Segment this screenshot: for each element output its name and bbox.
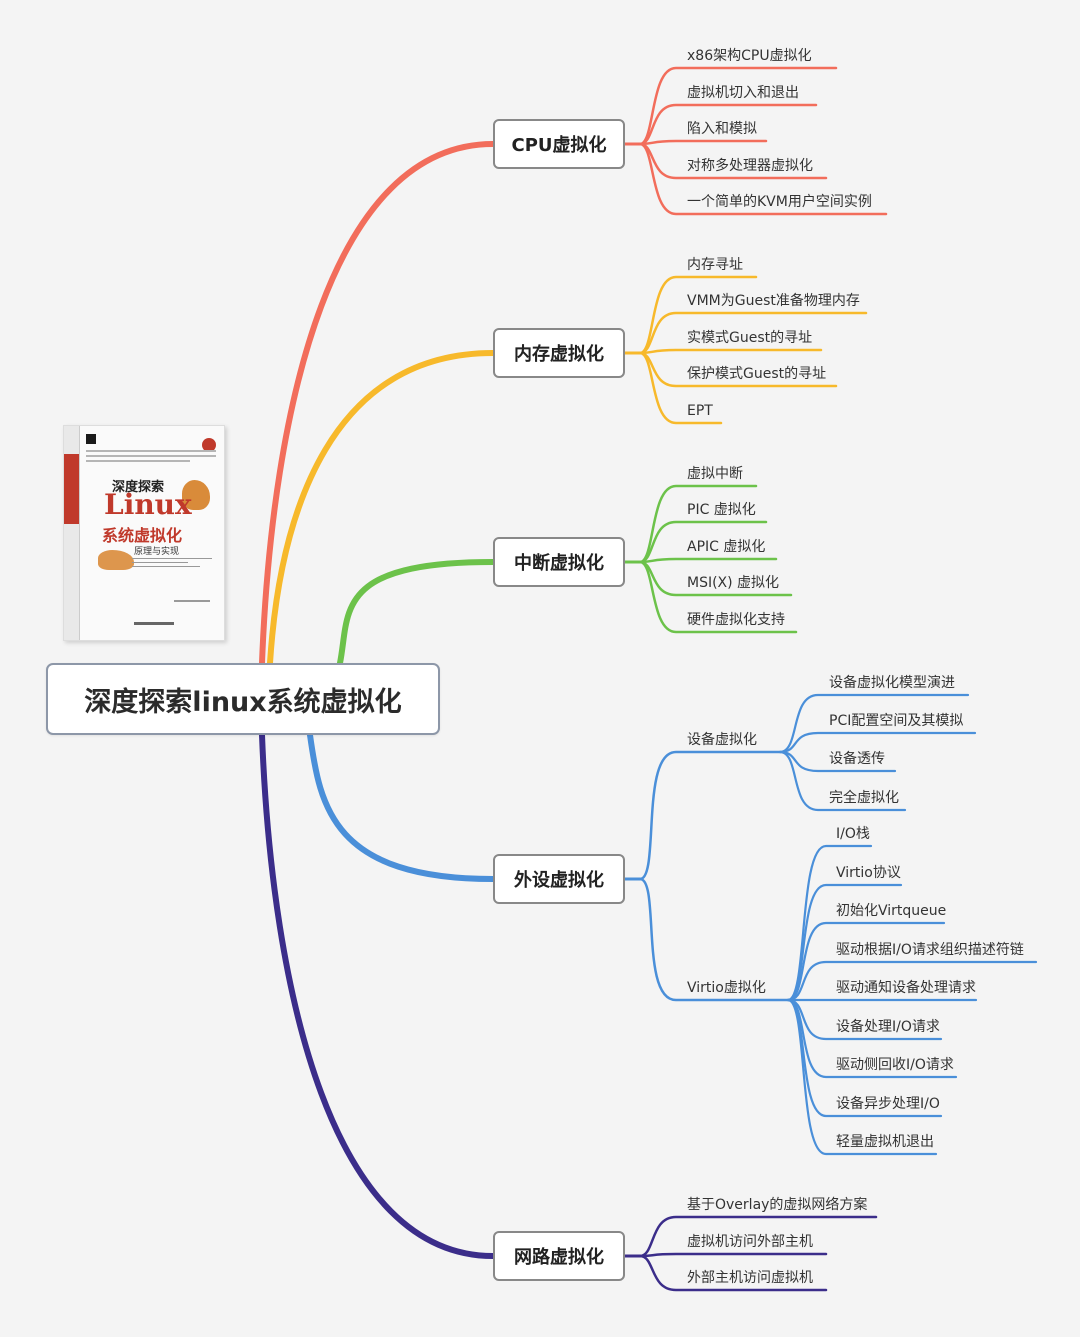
leaf-connector — [778, 750, 907, 812]
subgroup-virtio[interactable]: Virtio虚拟化 — [687, 980, 766, 996]
leaf-mem-3[interactable]: 实模式Guest的寻址 — [687, 330, 813, 346]
leaf-connector — [638, 142, 888, 216]
leaf-int-1[interactable]: 虚拟中断 — [687, 466, 743, 482]
leaf-mem-1[interactable]: 内存寻址 — [687, 257, 743, 273]
leaf-virtio-6[interactable]: 设备处理I/O请求 — [836, 1019, 940, 1035]
leaf-connector — [786, 960, 1038, 1002]
leaf-dev-4[interactable]: 完全虚拟化 — [829, 790, 899, 806]
leaf-connector — [786, 998, 938, 1156]
leaf-cpu-3[interactable]: 陷入和模拟 — [687, 121, 757, 137]
branch-label: 中断虚拟化 — [514, 553, 604, 574]
branch-node-network[interactable]: 网路虚拟化 — [493, 1231, 625, 1281]
leaf-net-2[interactable]: 虚拟机访问外部主机 — [687, 1234, 813, 1250]
trunk-connector — [259, 732, 496, 1259]
leaf-int-4[interactable]: MSI(X) 虚拟化 — [687, 575, 780, 591]
leaf-dev-2[interactable]: PCI配置空间及其模拟 — [829, 713, 964, 729]
branch-label: 内存虚拟化 — [514, 344, 604, 365]
leaf-virtio-2[interactable]: Virtio协议 — [836, 865, 901, 881]
leaf-virtio-3[interactable]: 初始化Virtqueue — [836, 903, 947, 919]
badge-icon — [202, 438, 216, 452]
leaf-mem-4[interactable]: 保护模式Guest的寻址 — [687, 366, 827, 382]
leaf-virtio-5[interactable]: 驱动通知设备处理请求 — [836, 980, 976, 996]
leaf-connector — [638, 275, 758, 355]
leaf-connector — [638, 351, 723, 425]
root-node-label: 深度探索linux系统虚拟化 — [84, 686, 402, 718]
leaf-int-3[interactable]: APIC 虚拟化 — [687, 539, 766, 555]
branch-node-cpu[interactable]: CPU虚拟化 — [493, 119, 625, 169]
leaf-net-3[interactable]: 外部主机访问虚拟机 — [687, 1270, 813, 1286]
trunk-connector — [259, 141, 496, 666]
leaf-cpu-2[interactable]: 虚拟机切入和退出 — [687, 85, 799, 101]
leaf-connector — [786, 921, 946, 1002]
leaf-connector — [638, 560, 798, 634]
leaf-cpu-5[interactable]: 一个简单的KVM用户空间实例 — [687, 194, 872, 210]
leaf-mem-5[interactable]: EPT — [687, 403, 713, 419]
leaf-connector — [638, 1254, 828, 1292]
book-title-line2: Linux — [104, 488, 192, 521]
leaf-dev-1[interactable]: 设备虚拟化模型演进 — [829, 675, 955, 691]
branch-label: 外设虚拟化 — [514, 870, 604, 891]
leaf-virtio-9[interactable]: 轻量虚拟机退出 — [836, 1134, 934, 1150]
branch-node-peripheral[interactable]: 外设虚拟化 — [493, 854, 625, 904]
branch-node-interrupt[interactable]: 中断虚拟化 — [493, 537, 625, 587]
book-title-line3: 系统虚拟化 — [102, 526, 183, 545]
leaf-int-5[interactable]: 硬件虚拟化支持 — [687, 612, 785, 628]
lion-illustration-icon — [182, 480, 210, 510]
trunk-connector — [267, 350, 496, 666]
subgroup-device-virt[interactable]: 设备虚拟化 — [687, 732, 757, 748]
leaf-connector — [778, 731, 977, 754]
root-node[interactable]: 深度探索linux系统虚拟化 — [46, 663, 440, 735]
leaf-connector — [638, 1252, 828, 1258]
leaf-connector — [786, 883, 903, 1002]
book-spine — [64, 426, 80, 640]
leaf-virtio-7[interactable]: 驱动侧回收I/O请求 — [836, 1057, 954, 1073]
leaf-mem-2[interactable]: VMM为Guest准备物理内存 — [687, 293, 860, 309]
trunk-connector — [337, 559, 496, 666]
leaf-int-2[interactable]: PIC 虚拟化 — [687, 502, 756, 518]
subgroup-connector — [638, 750, 782, 881]
publisher-logo-icon — [86, 434, 96, 444]
leaf-cpu-1[interactable]: x86架构CPU虚拟化 — [687, 48, 812, 64]
leaf-connector — [638, 311, 868, 355]
book-subtitle: 原理与实现 — [134, 547, 180, 557]
book-cover-image: 深度探索 Linux 系统虚拟化 原理与实现 — [63, 425, 225, 641]
subgroup-connector — [638, 877, 790, 1002]
book-title-line1: 深度探索 — [112, 480, 165, 495]
branch-label: 网路虚拟化 — [514, 1247, 604, 1268]
leaf-connector — [638, 139, 768, 146]
leaf-virtio-4[interactable]: 驱动根据I/O请求组织描述符链 — [836, 942, 1024, 958]
branch-label: CPU虚拟化 — [511, 135, 607, 156]
lion-body-icon — [98, 550, 134, 570]
leaf-connector — [778, 693, 970, 754]
leaf-virtio-8[interactable]: 设备异步处理I/O — [836, 1096, 940, 1112]
leaf-connector — [638, 557, 778, 564]
leaf-cpu-4[interactable]: 对称多处理器虚拟化 — [687, 158, 813, 174]
leaf-connector — [638, 484, 758, 564]
leaf-net-1[interactable]: 基于Overlay的虚拟网络方案 — [687, 1197, 868, 1213]
branch-node-memory[interactable]: 内存虚拟化 — [493, 328, 625, 378]
leaf-connector — [638, 66, 838, 146]
trunk-connector — [307, 732, 496, 882]
leaf-connector — [638, 348, 823, 355]
leaf-connector — [638, 520, 768, 564]
leaf-dev-3[interactable]: 设备透传 — [829, 751, 885, 767]
leaf-virtio-1[interactable]: I/O栈 — [836, 826, 870, 842]
